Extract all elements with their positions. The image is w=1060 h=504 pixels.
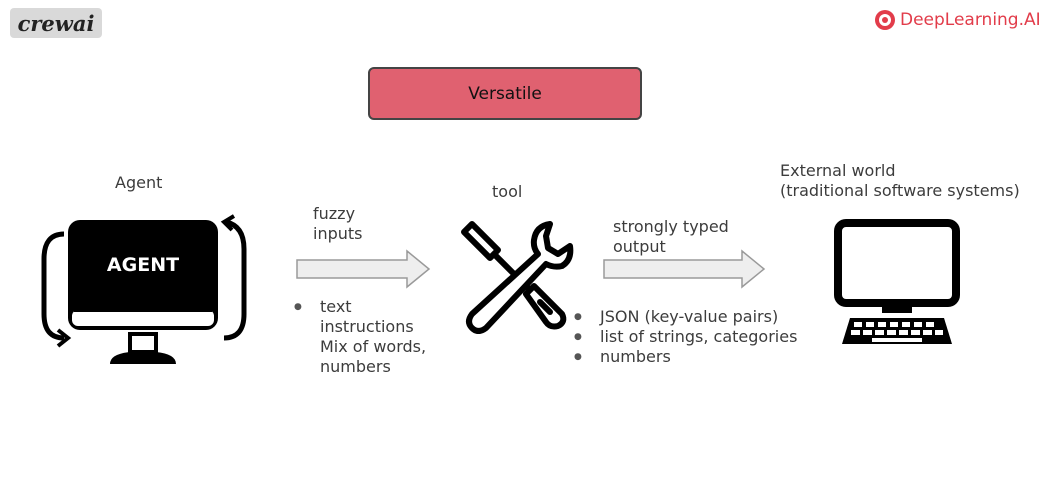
agent-screen-label: AGENT xyxy=(106,254,180,276)
deeplearning-logo: DeepLearning.AI xyxy=(874,8,1041,32)
computer-icon xyxy=(832,218,962,348)
wrench-screwdriver-icon xyxy=(458,218,574,334)
tool-caption: tool xyxy=(492,182,523,201)
external-world-caption: External world (traditional software sys… xyxy=(780,161,1020,200)
list-item: numbers xyxy=(574,347,797,367)
crewai-logo: crewai xyxy=(8,6,104,42)
deeplearning-logo-text: DeepLearning.AI xyxy=(900,10,1041,30)
agent-monitor-icon xyxy=(38,214,250,374)
typed-output-list: JSON (key-value pairs) list of strings, … xyxy=(574,307,797,367)
list-item: text instructions Mix of words, numbers xyxy=(294,297,426,377)
fuzzy-inputs-list: text instructions Mix of words, numbers xyxy=(294,297,426,377)
list-item: list of strings, categories xyxy=(574,327,797,347)
typed-output-arrow xyxy=(602,249,766,289)
fuzzy-inputs-arrow xyxy=(295,249,431,289)
agent-caption: Agent xyxy=(115,173,163,192)
versatile-box: Versatile xyxy=(368,67,642,120)
list-item: JSON (key-value pairs) xyxy=(574,307,797,327)
crewai-logo-text: crewai xyxy=(18,11,95,36)
deeplearning-logo-icon xyxy=(875,10,895,30)
fuzzy-inputs-label: fuzzy inputs xyxy=(313,204,363,243)
typed-output-label: strongly typed output xyxy=(613,217,729,256)
